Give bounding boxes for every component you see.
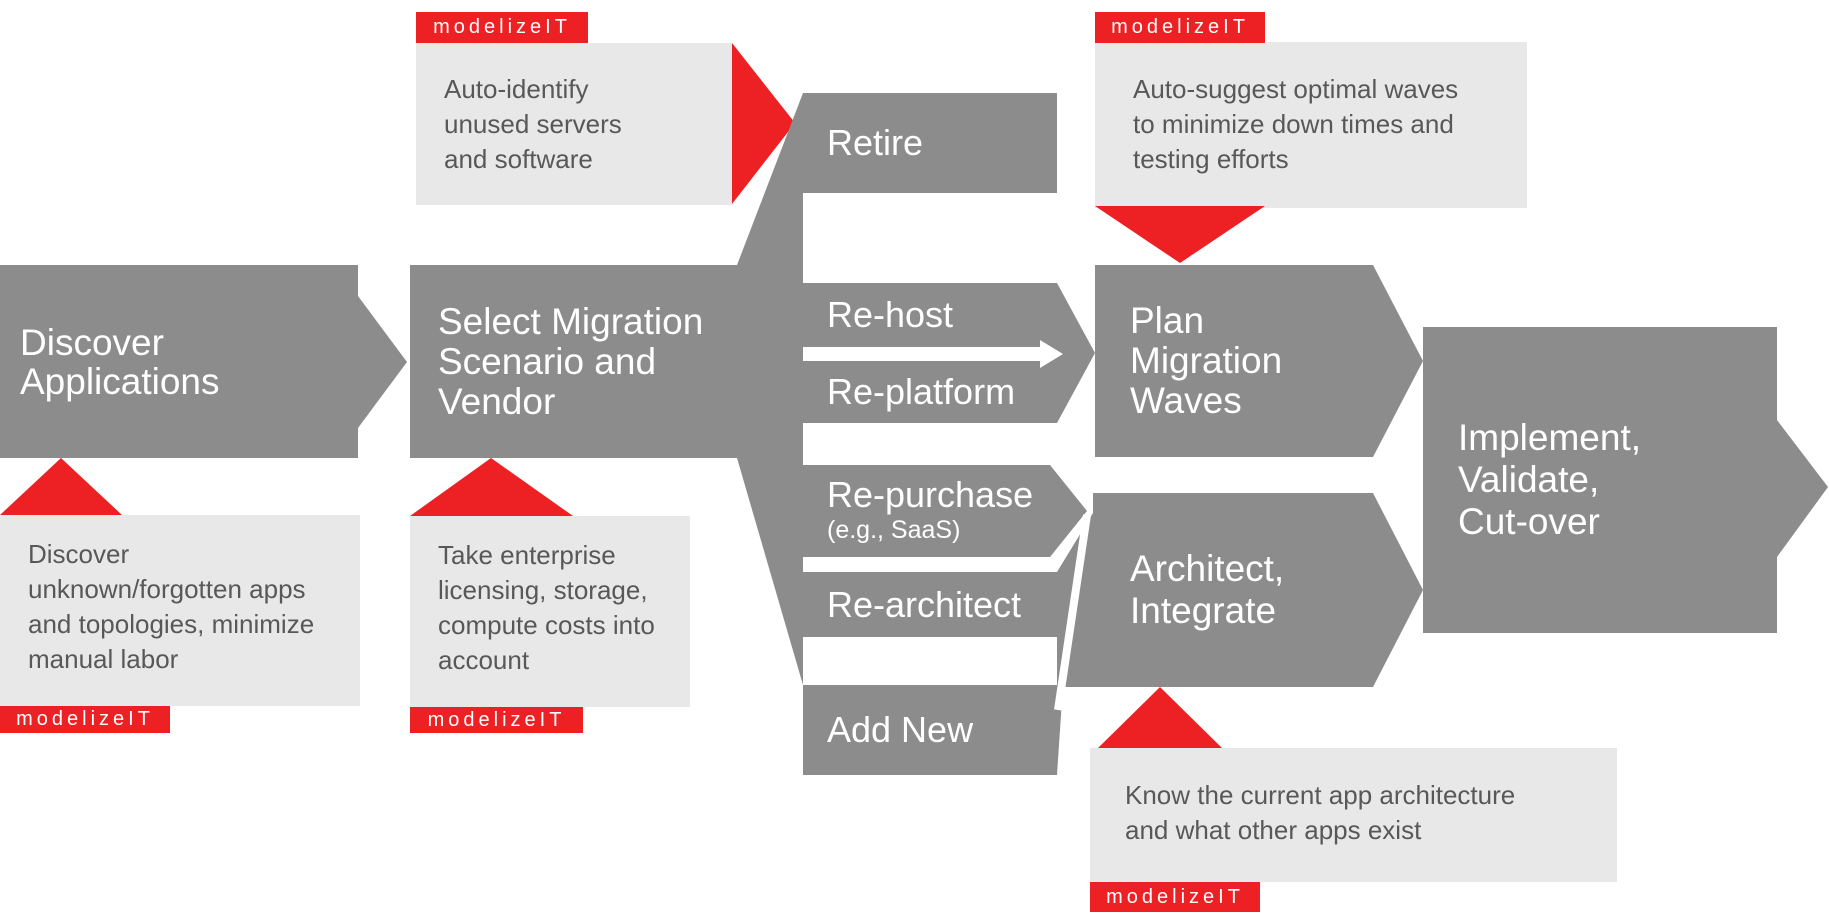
pointer-up-icon bbox=[0, 458, 122, 515]
modelizeit-tag: modelizeIT bbox=[0, 706, 170, 733]
callout-auto-identify-text: Auto-identify unused servers and softwar… bbox=[444, 74, 622, 174]
addnew-bar bbox=[803, 685, 1063, 775]
callout-discover-unknown-text: Discover unknown/forgotten apps and topo… bbox=[28, 539, 315, 674]
repurchase-arrow bbox=[803, 465, 1087, 557]
pointer-right-icon bbox=[732, 43, 795, 204]
implement-label: Implement, Validate, Cut-over bbox=[1458, 417, 1642, 542]
modelizeit-tag: modelizeIT bbox=[1090, 882, 1260, 912]
addnew-label: Add New bbox=[827, 709, 974, 750]
plan-label: Plan Migration Waves bbox=[1130, 300, 1283, 421]
white-split-arrow-icon bbox=[803, 340, 1063, 368]
callout-take-enterprise-box bbox=[410, 516, 690, 707]
callout-discover-unknown-box bbox=[0, 515, 360, 706]
architect-chevron bbox=[1093, 493, 1423, 687]
select-box bbox=[410, 265, 737, 458]
callout-take-enterprise-text: Take enterprise licensing, storage, comp… bbox=[438, 540, 655, 675]
rearchitect-label: Re-architect bbox=[827, 583, 1022, 625]
callout-auto-suggest-text: Auto-suggest optimal waves to minimize d… bbox=[1133, 74, 1459, 174]
funnel-band bbox=[737, 93, 803, 685]
pointer-up-icon bbox=[410, 458, 573, 516]
pointer-up-icon bbox=[1098, 687, 1222, 748]
retire-label: Retire bbox=[827, 122, 924, 163]
repurchase-main-label: Re-purchase bbox=[827, 474, 1034, 515]
architect-label: Architect, Integrate bbox=[1130, 548, 1285, 631]
retire-bar bbox=[803, 93, 1057, 193]
callout-auto-suggest-box bbox=[1095, 42, 1527, 208]
callout-auto-identify-box bbox=[416, 43, 732, 205]
replatform-label: Re-platform bbox=[827, 371, 1016, 412]
modelizeit-tag: modelizeIT bbox=[416, 12, 588, 43]
modelizeit-tag: modelizeIT bbox=[410, 707, 583, 733]
plan-chevron bbox=[1095, 265, 1423, 457]
rearchitect-bar bbox=[803, 572, 1057, 637]
discover-label: Discover Applications bbox=[20, 321, 220, 402]
repurchase-label: Re-purchase (e.g., SaaS) bbox=[827, 463, 1062, 557]
implement-arrow bbox=[1423, 327, 1828, 633]
modelizeit-tag: modelizeIT bbox=[1095, 12, 1265, 43]
connector-split-line bbox=[1054, 514, 1091, 711]
rehost-label: Re-host bbox=[827, 294, 954, 335]
callout-know-current-box bbox=[1090, 748, 1617, 882]
discover-chevron bbox=[0, 265, 407, 458]
callout-know-current-text: Know the current app architecture and wh… bbox=[1125, 780, 1516, 845]
pointer-down-icon bbox=[1095, 206, 1265, 263]
select-label: Select Migration Scenario and Vendor bbox=[438, 300, 704, 422]
repurchase-sub-label: (e.g., SaaS) bbox=[827, 516, 961, 544]
